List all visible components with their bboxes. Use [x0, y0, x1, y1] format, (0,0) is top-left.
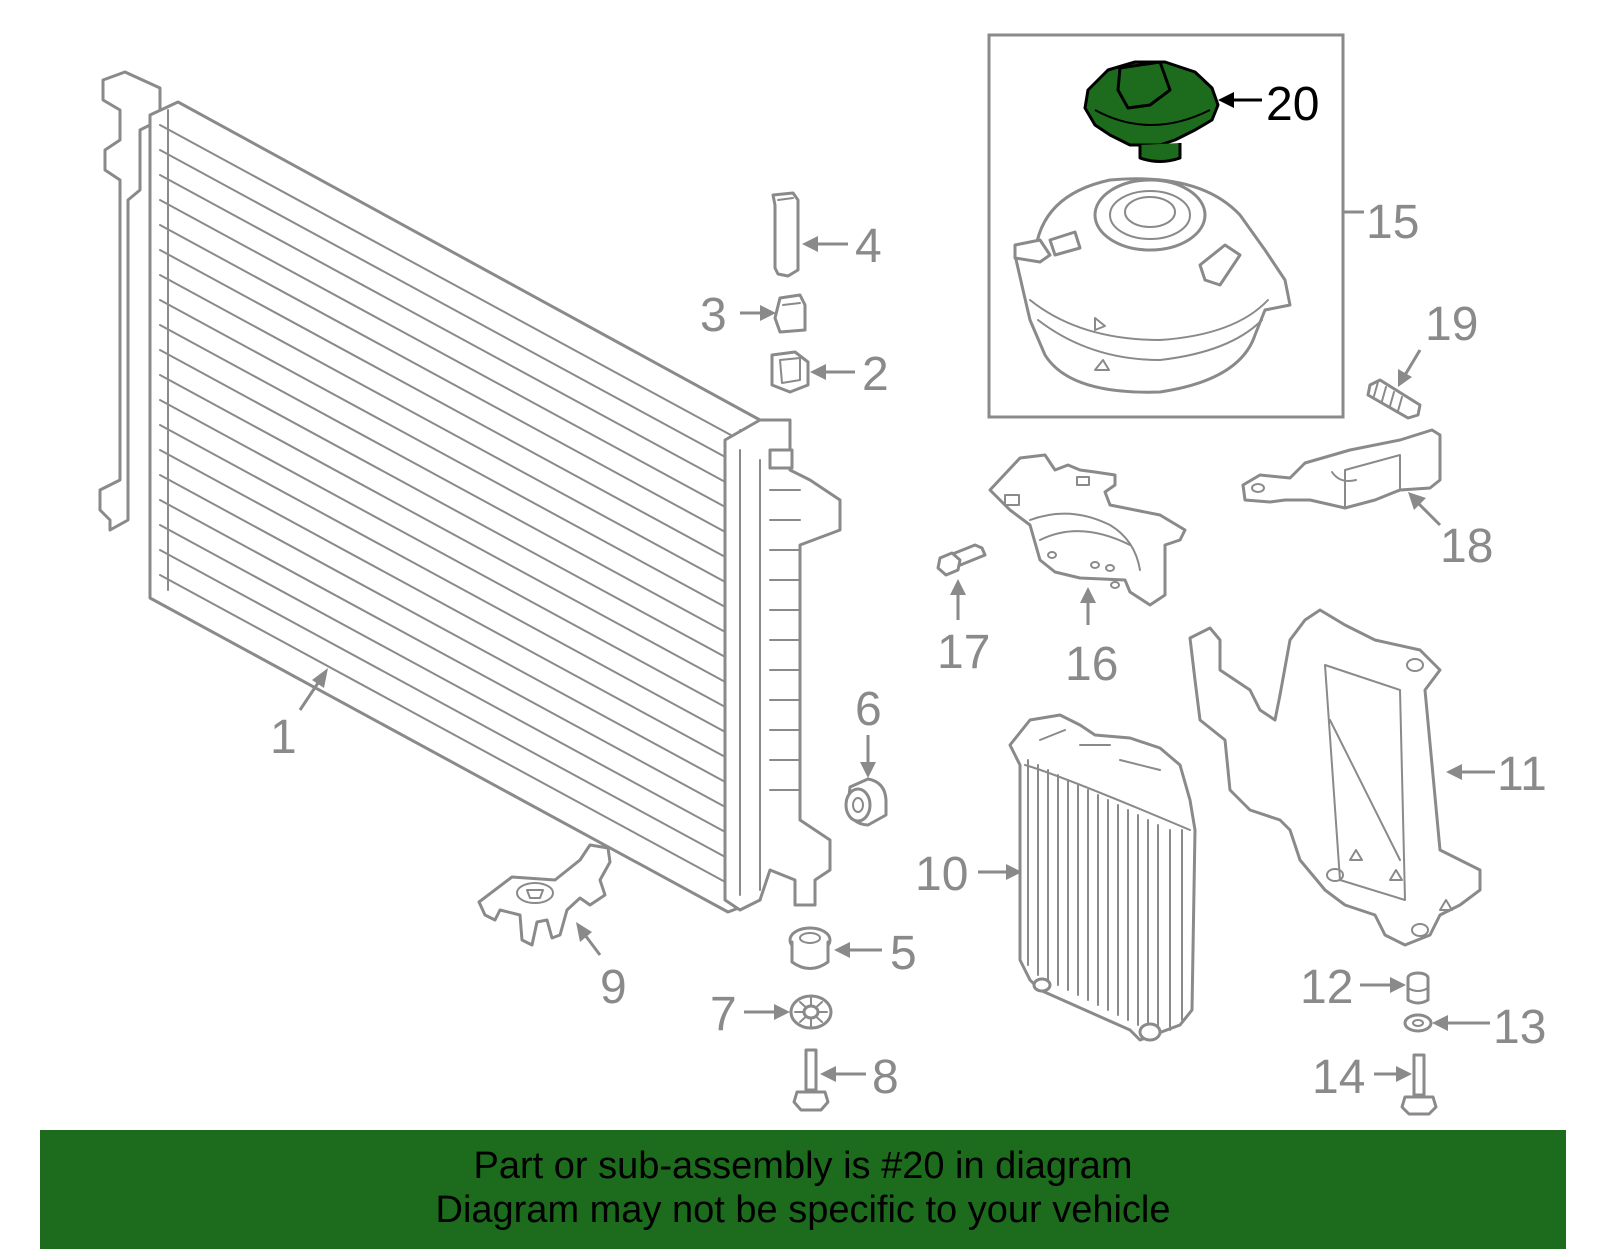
- callout-16[interactable]: 16: [1065, 587, 1118, 691]
- part-2-mount-block[interactable]: [770, 350, 810, 394]
- part-9-bracket[interactable]: [477, 843, 612, 947]
- part-5-grommet[interactable]: [788, 926, 832, 970]
- part-4-pin[interactable]: [771, 191, 800, 278]
- banner-line-1: Part or sub-assembly is #20 in diagram: [473, 1145, 1133, 1187]
- part-13-washer[interactable]: [1403, 1013, 1433, 1033]
- callout-label: 1: [270, 711, 297, 764]
- callout-label: 5: [890, 927, 917, 980]
- callout-label: 10: [915, 848, 968, 901]
- callout-17[interactable]: 17: [937, 579, 990, 679]
- callout-label: 11: [1497, 748, 1547, 801]
- callouts: 1 2 3 4 5 6: [270, 78, 1547, 1104]
- callout-label: 9: [600, 961, 627, 1014]
- callout-1[interactable]: 1: [270, 668, 328, 764]
- callout-7[interactable]: 7: [710, 988, 790, 1041]
- part-3-clip[interactable]: [773, 293, 807, 334]
- part-15-expansion-tank[interactable]: [1013, 177, 1292, 394]
- callout-15[interactable]: 15: [1343, 196, 1419, 249]
- part-17-bolt[interactable]: [936, 543, 987, 577]
- callout-label: 6: [855, 683, 882, 736]
- callout-label: 2: [862, 348, 889, 401]
- callout-10[interactable]: 10: [915, 848, 1022, 901]
- callout-label: 4: [855, 220, 882, 273]
- callout-label: 17: [937, 626, 990, 679]
- part-12-bushing[interactable]: [1406, 971, 1430, 1005]
- callout-13[interactable]: 13: [1432, 1001, 1546, 1054]
- callout-6[interactable]: 6: [855, 683, 882, 778]
- callout-label: 19: [1425, 298, 1478, 351]
- callout-label: 12: [1300, 961, 1353, 1014]
- callout-label: 20: [1266, 78, 1319, 131]
- callout-9[interactable]: 9: [576, 922, 627, 1014]
- callout-label: 3: [700, 289, 727, 342]
- part-1-radiator[interactable]: [98, 70, 842, 914]
- part-20-tank-cap[interactable]: [1083, 60, 1220, 163]
- callout-label: 15: [1366, 196, 1419, 249]
- banner-line-2: Diagram may not be specific to your vehi…: [435, 1189, 1171, 1231]
- callout-label: 13: [1493, 1001, 1546, 1054]
- callout-label: 7: [710, 988, 737, 1041]
- part-7-washer[interactable]: [789, 994, 833, 1030]
- part-19-stud[interactable]: [1366, 378, 1422, 420]
- callout-5[interactable]: 5: [834, 927, 917, 980]
- callout-2[interactable]: 2: [810, 348, 889, 401]
- callout-label: 14: [1312, 1051, 1365, 1104]
- callout-3[interactable]: 3: [700, 289, 776, 342]
- callout-label: 16: [1065, 638, 1118, 691]
- callout-11[interactable]: 11: [1446, 748, 1547, 801]
- callout-12[interactable]: 12: [1300, 961, 1406, 1014]
- callout-label: 8: [872, 1051, 899, 1104]
- callout-14[interactable]: 14: [1312, 1051, 1412, 1104]
- part-notice-banner: Part or sub-assembly is #20 in diagram D…: [40, 1130, 1566, 1249]
- radiator-fins: [159, 109, 741, 896]
- part-14-bolt[interactable]: [1400, 1053, 1438, 1116]
- part-18-bracket[interactable]: [1241, 428, 1442, 510]
- part-6-bushing[interactable]: [844, 777, 888, 827]
- callout-19[interactable]: 19: [1398, 298, 1478, 387]
- part-11-air-guide[interactable]: [1188, 608, 1482, 947]
- callout-label: 18: [1440, 520, 1493, 573]
- part-8-bolt[interactable]: [792, 1048, 830, 1112]
- callout-20[interactable]: 20: [1218, 78, 1319, 131]
- callout-4[interactable]: 4: [802, 220, 882, 273]
- part-10-aux-radiator[interactable]: [1008, 713, 1197, 1042]
- part-16-bracket[interactable]: [988, 453, 1187, 607]
- callout-18[interactable]: 18: [1408, 492, 1493, 573]
- callout-8[interactable]: 8: [820, 1051, 899, 1104]
